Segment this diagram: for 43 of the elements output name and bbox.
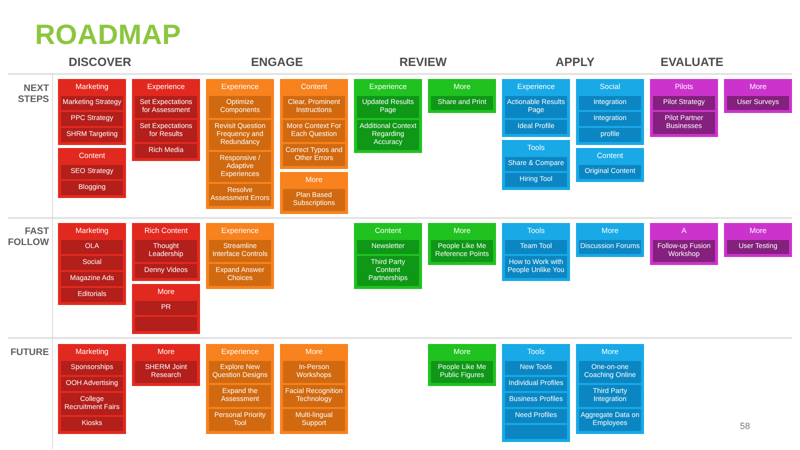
roadmap-group-card — [58, 148, 126, 198]
roadmap-group-card — [502, 140, 570, 190]
roadmap-group-card — [502, 79, 570, 137]
roadmap-group-card — [58, 79, 126, 145]
roadmap-group-card — [132, 284, 200, 334]
roadmap-group-card — [354, 79, 422, 153]
roadmap-group-card — [724, 223, 792, 257]
roadmap-group-card — [132, 344, 200, 386]
roadmap-group-card — [576, 223, 644, 257]
roadmap-group-card — [280, 172, 348, 214]
phase-header: APPLY — [554, 55, 596, 69]
roadmap-group-card — [502, 344, 570, 442]
roadmap-group-card — [58, 223, 126, 305]
blank-item-slot — [505, 425, 567, 439]
roadmap-group-card — [206, 344, 274, 434]
roadmap-group-card — [206, 79, 274, 209]
roadmap-group-card — [428, 344, 496, 386]
roadmap-group-card — [502, 223, 570, 281]
roadmap-group-card — [650, 223, 718, 265]
page-title: ROADMAP — [35, 20, 182, 50]
roadmap-group-card — [280, 79, 348, 169]
roadmap-group-card — [428, 223, 496, 265]
row-label: FUTURE — [9, 347, 49, 358]
roadmap-group-card — [724, 79, 792, 113]
roadmap-group-card — [58, 344, 126, 434]
blank-item-slot — [135, 317, 197, 331]
page-number: 58 — [740, 421, 750, 431]
roadmap-group-card — [206, 223, 274, 289]
roadmap-group-card — [354, 223, 422, 289]
roadmap-group-card — [132, 223, 200, 281]
phase-header: ENGAGE — [250, 55, 304, 69]
roadmap-group-card — [428, 79, 496, 113]
roadmap-group-card — [576, 79, 644, 145]
phase-header: DISCOVER — [68, 55, 132, 69]
row-label: FAST FOLLOW — [6, 226, 49, 248]
roadmap-group-card — [576, 148, 644, 182]
roadmap-group-card — [132, 79, 200, 161]
row-label: NEXT STEPS — [16, 83, 49, 105]
roadmap-group-card — [576, 344, 644, 434]
roadmap-group-card — [280, 344, 348, 434]
roadmap-group-card — [650, 79, 718, 137]
phase-header: EVALUATE — [660, 55, 724, 69]
phase-header: REVIEW — [398, 55, 448, 69]
